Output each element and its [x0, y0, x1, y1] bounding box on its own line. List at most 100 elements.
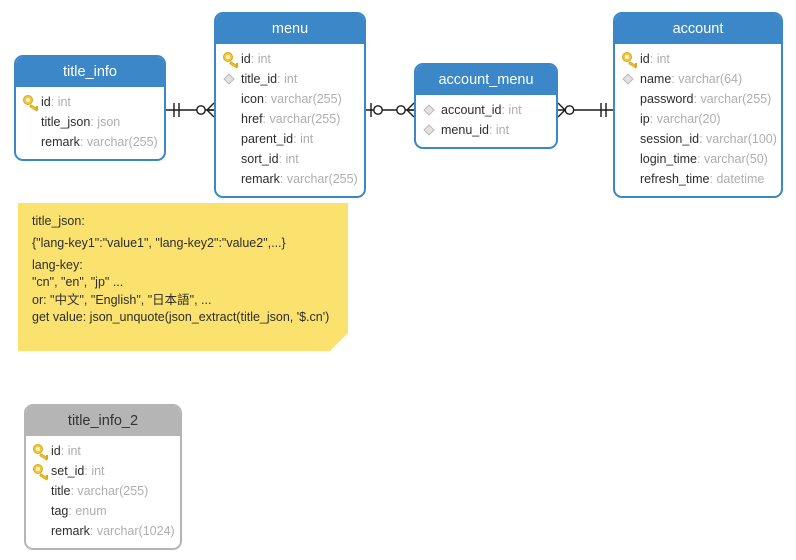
field-type: int [91, 464, 105, 478]
no-icon [22, 132, 41, 152]
no-icon [222, 109, 241, 129]
field-type: int [285, 152, 299, 166]
no-icon [621, 169, 640, 189]
field-row[interactable]: tag: enum [26, 501, 180, 521]
field-name: sort_id [241, 152, 279, 166]
field-type: varchar(1024) [96, 524, 175, 538]
field-row[interactable]: login_time: varchar(50) [615, 149, 781, 169]
field-name: login_time [640, 152, 697, 166]
field-type: int [57, 95, 71, 109]
no-icon [621, 109, 640, 129]
no-icon [222, 169, 241, 189]
field-name: id [640, 52, 650, 66]
entity-table-account[interactable]: account id: int name: varchar(64) [613, 12, 783, 198]
relationship-account_menu-account[interactable] [557, 98, 614, 122]
note-line: lang-key: [32, 258, 83, 273]
field-type: varchar(50) [703, 152, 768, 166]
field-name: icon [241, 92, 264, 106]
field-type: varchar(100) [706, 132, 777, 146]
field-row[interactable]: remark: varchar(1024) [26, 521, 180, 541]
field-type: int [656, 52, 670, 66]
field-name: id [41, 95, 51, 109]
field-name: set_id [51, 464, 85, 478]
note-line: {"lang-key1":"value1", "lang-key2":"valu… [32, 236, 286, 251]
field-row[interactable]: menu_id: int [416, 120, 556, 140]
field-row[interactable]: id: int [26, 441, 180, 461]
field-name: session_id [640, 132, 700, 146]
field-name: remark [241, 172, 280, 186]
no-icon [621, 129, 640, 149]
field-type: varchar(255) [700, 92, 772, 106]
field-row[interactable]: title_json: json [16, 112, 164, 132]
relationship-title_info-menu[interactable] [166, 98, 215, 122]
field-type: int [67, 444, 81, 458]
field-row[interactable]: id: int [615, 49, 781, 69]
no-icon [222, 89, 241, 109]
field-row[interactable]: refresh_time: datetime [615, 169, 781, 189]
field-type: varchar(255) [286, 172, 358, 186]
diamond-icon [222, 69, 241, 89]
entity-fields-account_menu: account_id: int menu_id: int [416, 95, 556, 147]
field-row[interactable]: ip: varchar(20) [615, 109, 781, 129]
field-row[interactable]: id: int [216, 49, 364, 69]
no-icon [222, 149, 241, 169]
entity-fields-menu: id: int title_id: int icon: varchar(255) [216, 44, 364, 196]
diamond-icon [621, 69, 640, 89]
field-name: title_json [41, 115, 91, 129]
field-row[interactable]: parent_id: int [216, 129, 364, 149]
note-fold-corner-icon [330, 333, 348, 351]
field-row[interactable]: title_id: int [216, 69, 364, 89]
field-type: int [284, 72, 298, 86]
field-name: refresh_time [640, 172, 710, 186]
field-type: int [300, 132, 314, 146]
field-row[interactable]: id: int [16, 92, 164, 112]
field-name: title_id [241, 72, 278, 86]
no-icon [32, 521, 51, 541]
field-row[interactable]: name: varchar(64) [615, 69, 781, 89]
entity-title-account: account [615, 14, 781, 44]
relationship-menu-account_menu[interactable] [366, 98, 415, 122]
entity-table-title_info_2[interactable]: title_info_2 id: int set_id: int [24, 404, 182, 550]
note-line: or: "中文", "English", "日本語", ... [32, 292, 212, 307]
entity-table-account_menu[interactable]: account_menu account_id: int menu_id: in… [414, 63, 558, 149]
note-line: "cn", "en", "jp" ... [32, 275, 124, 290]
field-name: password [640, 92, 694, 106]
field-row[interactable]: password: varchar(255) [615, 89, 781, 109]
field-row[interactable]: remark: varchar(255) [16, 132, 164, 152]
field-name: remark [41, 135, 80, 149]
no-icon [32, 501, 51, 521]
field-row[interactable]: sort_id: int [216, 149, 364, 169]
field-row[interactable]: session_id: varchar(100) [615, 129, 781, 149]
field-row[interactable]: icon: varchar(255) [216, 89, 364, 109]
field-name: tag [51, 504, 69, 518]
no-icon [621, 149, 640, 169]
key-icon [32, 441, 51, 461]
field-type: varchar(20) [656, 112, 721, 126]
field-row[interactable]: account_id: int [416, 100, 556, 120]
key-icon [621, 49, 640, 69]
no-icon [22, 112, 41, 132]
key-icon [32, 461, 51, 481]
field-row[interactable]: remark: varchar(255) [216, 169, 364, 189]
field-name: parent_id [241, 132, 294, 146]
entity-title-menu: menu [216, 14, 364, 44]
entity-table-title_info[interactable]: title_info id: int title_json: json re [14, 55, 166, 161]
field-row[interactable]: href: varchar(255) [216, 109, 364, 129]
field-name: account_id [441, 103, 502, 117]
no-icon [222, 129, 241, 149]
diamond-icon [422, 120, 441, 140]
field-type: int [257, 52, 271, 66]
field-row[interactable]: set_id: int [26, 461, 180, 481]
entity-title-title_info: title_info [16, 57, 164, 87]
entity-title-title_info_2: title_info_2 [26, 406, 180, 436]
entity-fields-title_info_2: id: int set_id: int title: varchar(255) [26, 436, 180, 548]
entity-table-menu[interactable]: menu id: int title_id: int [214, 12, 366, 198]
note-line: title_json: [32, 214, 85, 228]
note-title_json[interactable]: title_json: {"lang-key1":"value1", "lang… [18, 203, 348, 351]
field-type: varchar(255) [77, 484, 149, 498]
field-type: int [495, 123, 510, 137]
key-icon [222, 49, 241, 69]
field-row[interactable]: title: varchar(255) [26, 481, 180, 501]
field-type: varchar(255) [86, 135, 158, 149]
